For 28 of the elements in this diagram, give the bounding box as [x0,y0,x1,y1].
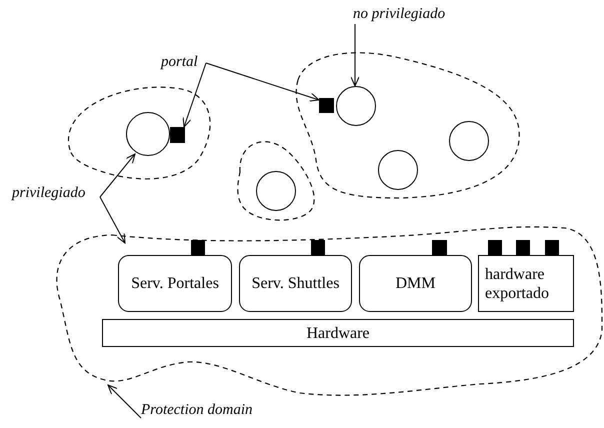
arrow [350,24,360,86]
arrow [182,62,206,128]
process-circle [336,86,376,126]
portal-square [488,240,502,255]
process-circle [126,112,170,156]
annotation-label: Protection domain [141,402,269,419]
portal-square [516,240,530,255]
arrow [100,154,136,198]
portal-square [432,240,447,255]
portal-square [545,240,559,255]
process-circle [449,121,489,161]
annotation-label: privilegiado [12,185,100,202]
annotation-label: portal [161,54,207,71]
portal-square [319,98,334,113]
arrow [100,196,126,244]
annotation-label: no privilegiado [353,6,459,23]
process-circle [256,171,296,211]
server-box: DMM [359,255,472,312]
hardware-box: hardware exportado [478,255,574,312]
arrow [206,62,320,102]
server-box: Serv. Portales [118,255,232,312]
hardware-bar: Hardware [102,319,574,347]
server-box: Serv. Shuttles [239,255,352,312]
portal-square [311,240,325,255]
portal-square [170,127,185,143]
process-circle [378,150,418,190]
arrow [108,384,142,418]
portal-square [191,240,205,255]
